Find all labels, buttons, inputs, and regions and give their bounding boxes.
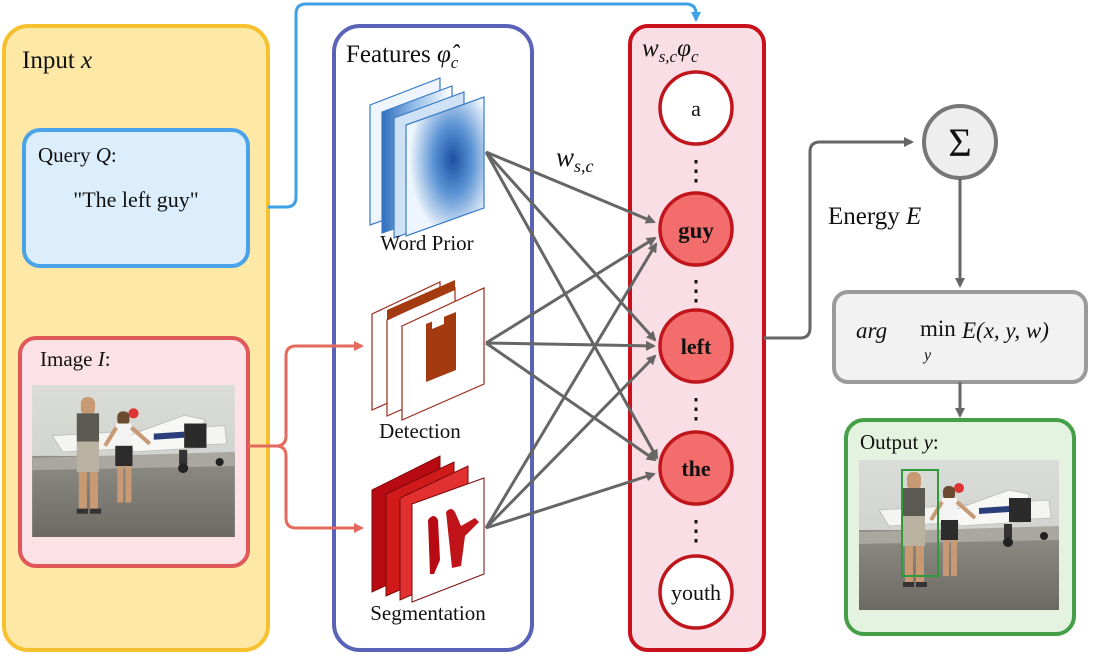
word-node-a: a (658, 70, 734, 146)
word-prior-stack: Word Prior (369, 77, 485, 255)
output-box: Output y: (844, 418, 1076, 636)
argmin-arg: arg (856, 318, 887, 343)
sum-node: Σ (922, 104, 998, 180)
argmin-expr: E(x, y, w) (961, 318, 1049, 343)
argmin-min: min (920, 316, 956, 341)
dots-1: ⋮ (682, 156, 710, 187)
word-node-the-label: the (681, 456, 711, 481)
image-to-features-arrows (248, 341, 364, 533)
word-node-youth: youth (658, 554, 734, 630)
features-title: Features φ̂c (346, 41, 461, 72)
detection-stack: Detection (371, 280, 485, 443)
word-node-left: left (658, 308, 734, 384)
dots-2: ⋮ (682, 276, 710, 307)
segmentation-stack: Segmentation (370, 455, 486, 625)
input-photo (32, 385, 235, 537)
arrow-prior-left (484, 150, 657, 342)
word-node-youth-label: youth (671, 580, 721, 605)
arrow-det-guy (485, 236, 657, 345)
arrow-prior-guy (485, 150, 656, 224)
feature-to-word-arrows (484, 150, 659, 530)
energy-label: Energy E (828, 203, 921, 230)
dots-3: ⋮ (682, 394, 710, 425)
word-prior-label: Word Prior (380, 231, 473, 255)
arrow-det-left (485, 340, 656, 351)
word-node-a-label: a (691, 96, 701, 121)
weight-label: ws,c (556, 142, 594, 176)
image-label: Image I: (40, 347, 111, 371)
arrow-seg-guy (484, 242, 658, 529)
word-node-guy-label: guy (678, 218, 714, 243)
arrow-seg-the (485, 471, 656, 530)
query-box: Query Q: "The left guy" (22, 128, 250, 268)
argmin-sub: y (922, 347, 932, 364)
dots-4: ⋮ (682, 516, 710, 547)
word-node-left-label: left (681, 334, 712, 359)
query-text: "The left guy" (73, 187, 198, 212)
output-bounding-box (901, 469, 939, 577)
word-node-the: the (658, 430, 734, 506)
input-title: Input x (22, 47, 92, 74)
query-to-words-arrow (268, 2, 701, 209)
argmin-box: arg min y E(x, y, w) (832, 290, 1088, 384)
arrow-prior-the (484, 151, 659, 460)
segmentation-label: Segmentation (370, 601, 486, 625)
output-photo (859, 460, 1059, 610)
words-header: ws,cφc (642, 35, 699, 66)
sum-symbol: Σ (948, 120, 971, 165)
query-label: Query Q: (38, 143, 117, 167)
output-label: Output y: (860, 430, 939, 454)
image-box: Image I: (18, 336, 250, 568)
arrow-seg-left (484, 354, 657, 530)
arrow-det-the (485, 341, 657, 462)
words-to-sum-arrow (764, 137, 914, 340)
detection-label: Detection (379, 419, 461, 443)
word-node-guy: guy (658, 191, 734, 267)
